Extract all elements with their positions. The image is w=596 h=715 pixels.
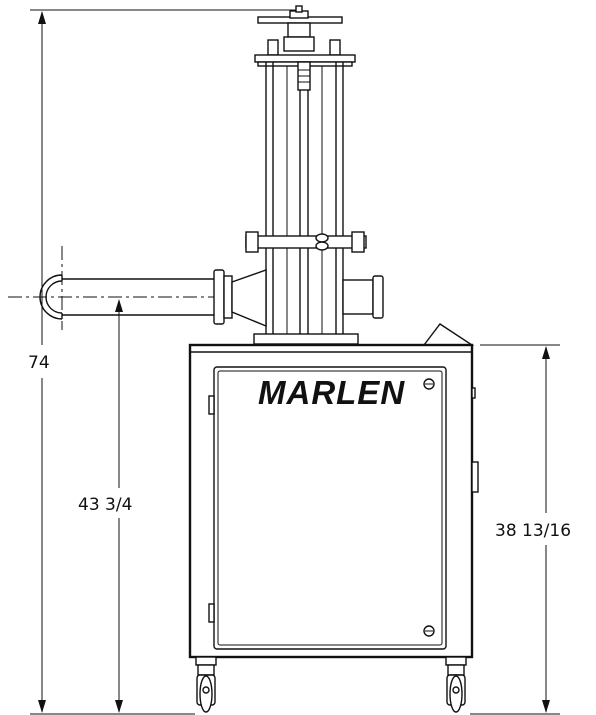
side-port-flange (372, 275, 384, 319)
clamp-end-left (245, 231, 259, 253)
clamp-bar (245, 235, 367, 249)
cabinet-height-label: 38 13/16 (495, 521, 571, 541)
handwheel-bearing-block (287, 22, 311, 38)
pipe-clamp (223, 275, 233, 319)
door-hinge-bottom (208, 603, 215, 623)
tie-rod-nut-right (329, 39, 341, 56)
caster-right-axle (452, 686, 460, 694)
brand-label: MARLEN (258, 374, 405, 411)
angled-hood (422, 323, 475, 346)
pipe-flange (213, 269, 225, 325)
caster-right-wheel (449, 675, 463, 713)
clamp-end-right (351, 231, 365, 253)
clamp-knob-bottom (315, 241, 329, 251)
door-hinge-top (208, 395, 215, 415)
caster-right-plate (445, 656, 467, 666)
caster-left-axle (202, 686, 210, 694)
side-port-body (342, 279, 374, 315)
elbow-inner (45, 280, 63, 314)
clamp-knob-top (315, 233, 329, 243)
caster-right-swivel (447, 664, 465, 676)
cabinet-height-dimension: 38 13/16 (470, 344, 571, 715)
column-base-plate (253, 333, 359, 345)
handwheel-assembly (254, 5, 356, 91)
side-latch (471, 461, 479, 493)
upper-collar (283, 36, 315, 52)
cabinet-height-arrow-bottom (542, 700, 550, 713)
pipe-height-arrow-bottom (115, 700, 123, 713)
elbow-outer (39, 274, 63, 320)
overall-height-arrow-bottom (38, 700, 46, 713)
column-frame (265, 62, 344, 334)
top-plate (254, 54, 356, 63)
cabinet-door-inner (217, 370, 443, 646)
caster-left (195, 656, 217, 713)
cabinet-height-arrow-top (542, 346, 550, 359)
tie-rod-nut-left (267, 39, 279, 56)
pipe-height-dimension: 43 3/4 (78, 299, 132, 713)
cabinet: MARLEN (188, 343, 479, 659)
reducer-cone (231, 269, 267, 328)
side-port (342, 275, 384, 319)
caster-left-swivel (197, 664, 215, 676)
caster-right (445, 656, 467, 713)
overall-height-arrow-top (38, 11, 46, 24)
cabinet-door (213, 366, 447, 650)
discharge-pipe (8, 246, 267, 330)
pipe-height-label: 43 3/4 (78, 495, 132, 515)
overall-height-label: 74 (28, 353, 50, 373)
side-fitting (471, 387, 476, 399)
caster-left-wheel (199, 675, 213, 713)
middle-clamp (245, 231, 367, 253)
pipe-height-arrow-top (115, 299, 123, 312)
overall-height-dimension: 74 (28, 9, 298, 715)
caster-left-plate (195, 656, 217, 666)
handwheel-nut (295, 5, 303, 13)
